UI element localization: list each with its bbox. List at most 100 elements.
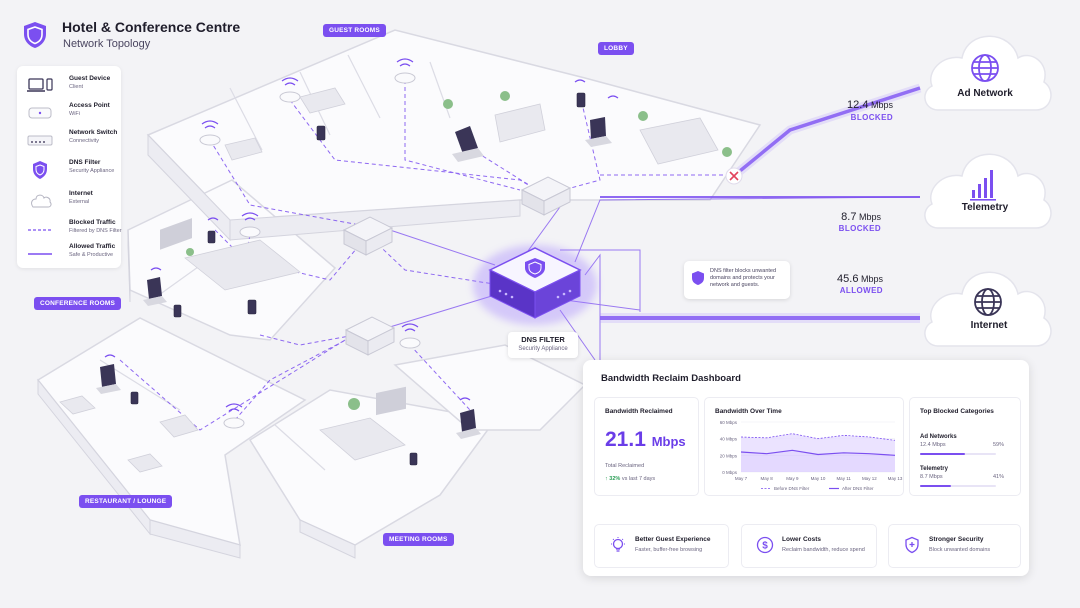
y-tick-label: 60 Mbps [720, 420, 738, 425]
lightbulb-icon [611, 537, 625, 552]
switch-icon [27, 135, 53, 146]
series-line-after [740, 449, 896, 456]
area-tag-conference-rooms: CONFERENCE ROOMS [34, 297, 122, 310]
status-internet: ALLOWED [839, 286, 883, 295]
x-tick-label: May 8 [761, 476, 774, 481]
category-bar-track [920, 485, 996, 487]
feature-stronger-security: Stronger Security Block unwanted domains [888, 524, 1021, 568]
dns-filter-appliance [473, 245, 597, 325]
category-pct: 41% [992, 474, 1004, 480]
status-ad-network: BLOCKED [850, 113, 893, 122]
page-subtitle: Network Topology [63, 38, 151, 50]
category-value: 8.7 Mbps [920, 474, 943, 480]
x-tick-label: May 11 [836, 476, 851, 481]
dashed-line-icon [28, 229, 52, 231]
after-area [741, 450, 895, 472]
feature-guest-experience: Better Guest Experience Faster, buffer-f… [594, 524, 729, 568]
solid-line-icon [28, 253, 52, 255]
reclaimed-panel: Bandwidth Reclaimed 21.1 Mbps Total Recl… [594, 397, 699, 496]
legend-item-network-switch: Network Switch Connectivity [25, 128, 121, 152]
cloud-telemetry [924, 153, 1052, 229]
laptop-phone-icon [27, 78, 53, 92]
dollar-icon: $ [756, 536, 774, 554]
rate-ad-network: 12.4 Mbps [847, 99, 893, 111]
y-tick-label: 20 Mbps [720, 453, 738, 458]
page-title: Hotel & Conference Centre [62, 19, 241, 35]
dns-filter-label: DNS FILTER Security Appliance [508, 332, 578, 358]
area-tag-guest-rooms: GUEST ROOMS [323, 24, 386, 37]
cloud-label-internet: Internet [970, 320, 1008, 331]
shield-check-icon [905, 536, 919, 554]
phone-icon [409, 452, 418, 466]
x-tick-label: May 13 [888, 476, 903, 481]
rate-internet: 45.6 Mbps [837, 273, 883, 285]
area-tag-meeting-rooms: MEETING ROOMS [383, 533, 454, 546]
globe-icon [974, 288, 1002, 316]
switch-guest-icon [342, 216, 394, 256]
reclaimed-value: 21.1 Mbps [605, 428, 686, 451]
legend-item-dns-filter: DNS Filter Security Appliance [25, 158, 121, 182]
reclaimed-area [741, 433, 895, 456]
legend-item-allowed-traffic: Allowed Traffic Safe & Productive [25, 242, 121, 266]
access-point-icon [394, 72, 416, 84]
category-pct: 59% [992, 442, 1004, 448]
dashboard-title: Bandwidth Reclaim Dashboard [601, 373, 741, 384]
access-point-icon [239, 226, 261, 238]
legend-item-access-point: Access Point WiFi [25, 101, 121, 125]
area-tag-restaurant: RESTAURANT / LOUNGE [79, 495, 173, 508]
legend-item-blocked-traffic: Blocked Traffic Filtered by DNS Filter [25, 218, 122, 242]
access-point-icon [199, 134, 221, 146]
x-tick-label: May 10 [811, 476, 826, 481]
access-point-icon [28, 107, 52, 119]
series-line-before [740, 433, 896, 441]
change-badge: ↑ 32% [605, 476, 621, 482]
phone-icon [130, 391, 139, 405]
category-bar-fill [920, 453, 965, 455]
cloud-label-telemetry: Telemetry [961, 202, 1009, 213]
access-point-icon [279, 91, 301, 103]
svg-text:$: $ [762, 541, 768, 552]
globe-icon [971, 54, 999, 82]
cloud-label-ad-network: Ad Network [957, 88, 1013, 99]
shield-logo-icon [24, 22, 46, 48]
status-telemetry: BLOCKED [838, 224, 881, 233]
category-value: 12.4 Mbps [920, 442, 946, 448]
categories-panel: Top Blocked Categories Ad Networks 12.4 … [909, 397, 1021, 496]
switch-conference-icon [344, 316, 396, 356]
x-tick-label: May 9 [786, 476, 799, 481]
category-bar-track [920, 453, 996, 455]
feature-lower-costs: $ Lower Costs Reclaim bandwidth, reduce … [741, 524, 877, 568]
legend-item-guest-device: Guest Device Client [25, 74, 121, 98]
access-point-icon [399, 337, 421, 349]
cloud-internet [924, 271, 1052, 347]
legend-item-internet: Internet External [25, 189, 121, 213]
shield-icon [692, 271, 704, 285]
phone-icon [207, 230, 216, 244]
category-name: Ad Networks [920, 434, 957, 440]
category-bar-fill [920, 485, 952, 487]
phone-icon [247, 299, 257, 315]
cloud-icon [31, 194, 52, 208]
shield-icon [33, 161, 47, 179]
bar-chart-icon [970, 170, 996, 201]
cloud-ad-network [924, 35, 1052, 111]
y-tick-label: 0 Mbps [722, 470, 738, 475]
dns-callout: DNS filter blocks unwanted domains and p… [684, 261, 790, 299]
rate-telemetry: 8.7 Mbps [841, 211, 881, 223]
x-tick-label: May 7 [735, 476, 748, 481]
bandwidth-dashboard: Bandwidth Reclaim Dashboard Bandwidth Re… [583, 360, 1029, 576]
phone-icon [316, 125, 326, 141]
legend-label: After DNS Filter [842, 486, 874, 491]
area-tag-lobby: LOBBY [598, 42, 634, 55]
access-point-icon [223, 417, 245, 429]
blocked-x-icon [725, 167, 743, 185]
x-tick-label: May 12 [862, 476, 877, 481]
legend-label: Before DNS Filter [774, 486, 810, 491]
y-tick-label: 40 Mbps [720, 437, 738, 442]
phone-icon [576, 92, 586, 108]
legend-panel: Guest Device Client Access Point WiFi Ne… [17, 66, 122, 268]
laptop-group [96, 117, 612, 439]
